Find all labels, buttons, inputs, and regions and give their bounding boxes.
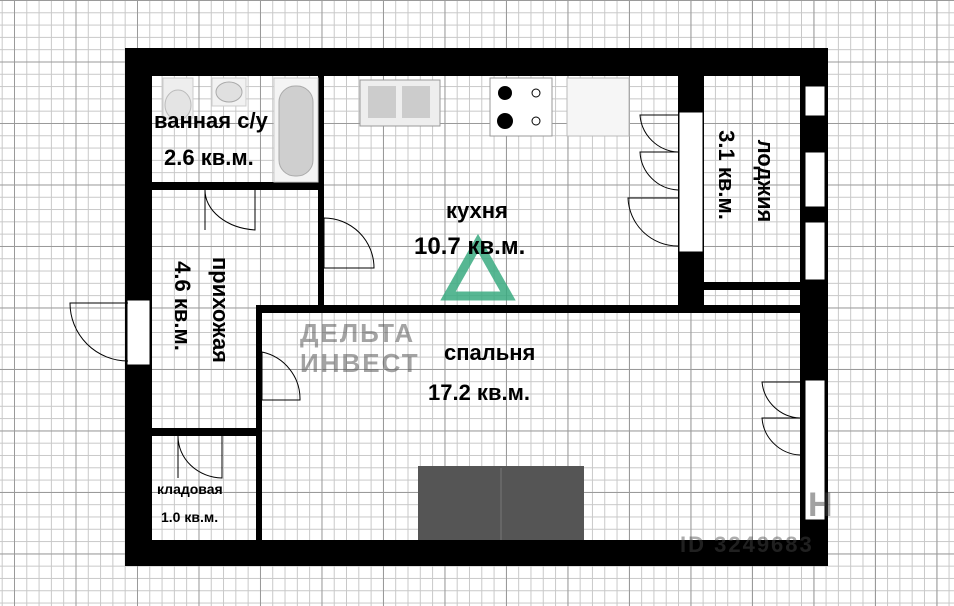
- loggia-area: 3.1 кв.м.: [714, 130, 739, 220]
- entry-door[interactable]: [69, 302, 129, 362]
- fridge: [566, 77, 630, 137]
- window: [804, 85, 826, 117]
- burner: [497, 113, 513, 129]
- burner: [531, 88, 541, 98]
- outer-wall-bottom: [125, 540, 828, 566]
- window: [804, 221, 826, 281]
- outer-wall-top: [125, 48, 828, 76]
- bathtub-basin: [278, 85, 314, 177]
- watermark-line2: ИНВЕСТ: [300, 348, 420, 378]
- watermark-line1: ДЕЛЬТА: [300, 318, 416, 348]
- toilet-bowl: [164, 89, 192, 121]
- kitchen-door-opening: [678, 111, 704, 253]
- loggia-name: лоджия: [753, 139, 778, 223]
- bathroom-name: ванная с/у: [154, 108, 268, 133]
- sink-bowl: [215, 81, 243, 103]
- window: [804, 379, 826, 521]
- windows: [126, 85, 826, 521]
- storage-door[interactable]: [177, 435, 223, 479]
- bathroom-area: 2.6 кв.м.: [164, 145, 254, 170]
- bedroom-area: 17.2 кв.м.: [428, 380, 530, 405]
- balcony-door[interactable]: [761, 381, 801, 456]
- kitchen-door[interactable]: [323, 217, 375, 269]
- entry-opening: [126, 299, 151, 366]
- storage-area: 1.0 кв.м.: [161, 509, 219, 525]
- hallway-name: прихожая: [208, 256, 233, 364]
- stove: [489, 77, 553, 137]
- watermark-id: ID 3249683: [680, 532, 814, 557]
- wall-bathroom-bottom: [152, 182, 322, 190]
- kitchen-name: кухня: [446, 198, 508, 223]
- wall-hallway-right: [256, 305, 262, 540]
- wall-storage-top: [152, 428, 260, 436]
- hallway-area: 4.6 кв.м.: [170, 261, 195, 351]
- logo-triangle: [440, 233, 516, 301]
- kitchen-sink-basin: [402, 86, 430, 118]
- window: [804, 151, 826, 208]
- wall-loggia-bottom: [678, 282, 800, 290]
- burner: [531, 116, 541, 126]
- burner: [498, 86, 512, 100]
- bedroom-door[interactable]: [261, 351, 301, 401]
- wall-bedroom-top: [256, 305, 828, 313]
- wall-kitchen-left: [318, 76, 324, 313]
- fixtures: [162, 77, 630, 540]
- watermark-corner: Н: [808, 486, 835, 524]
- doors: [69, 114, 801, 479]
- kitchen-area: 10.7 кв.м.: [414, 233, 526, 260]
- loggia-door[interactable]: [627, 114, 679, 247]
- bathroom-door[interactable]: [204, 189, 256, 231]
- kitchen-sink-basin: [368, 86, 396, 118]
- bedroom-name: спальня: [444, 340, 536, 365]
- storage-name: кладовая: [157, 481, 223, 497]
